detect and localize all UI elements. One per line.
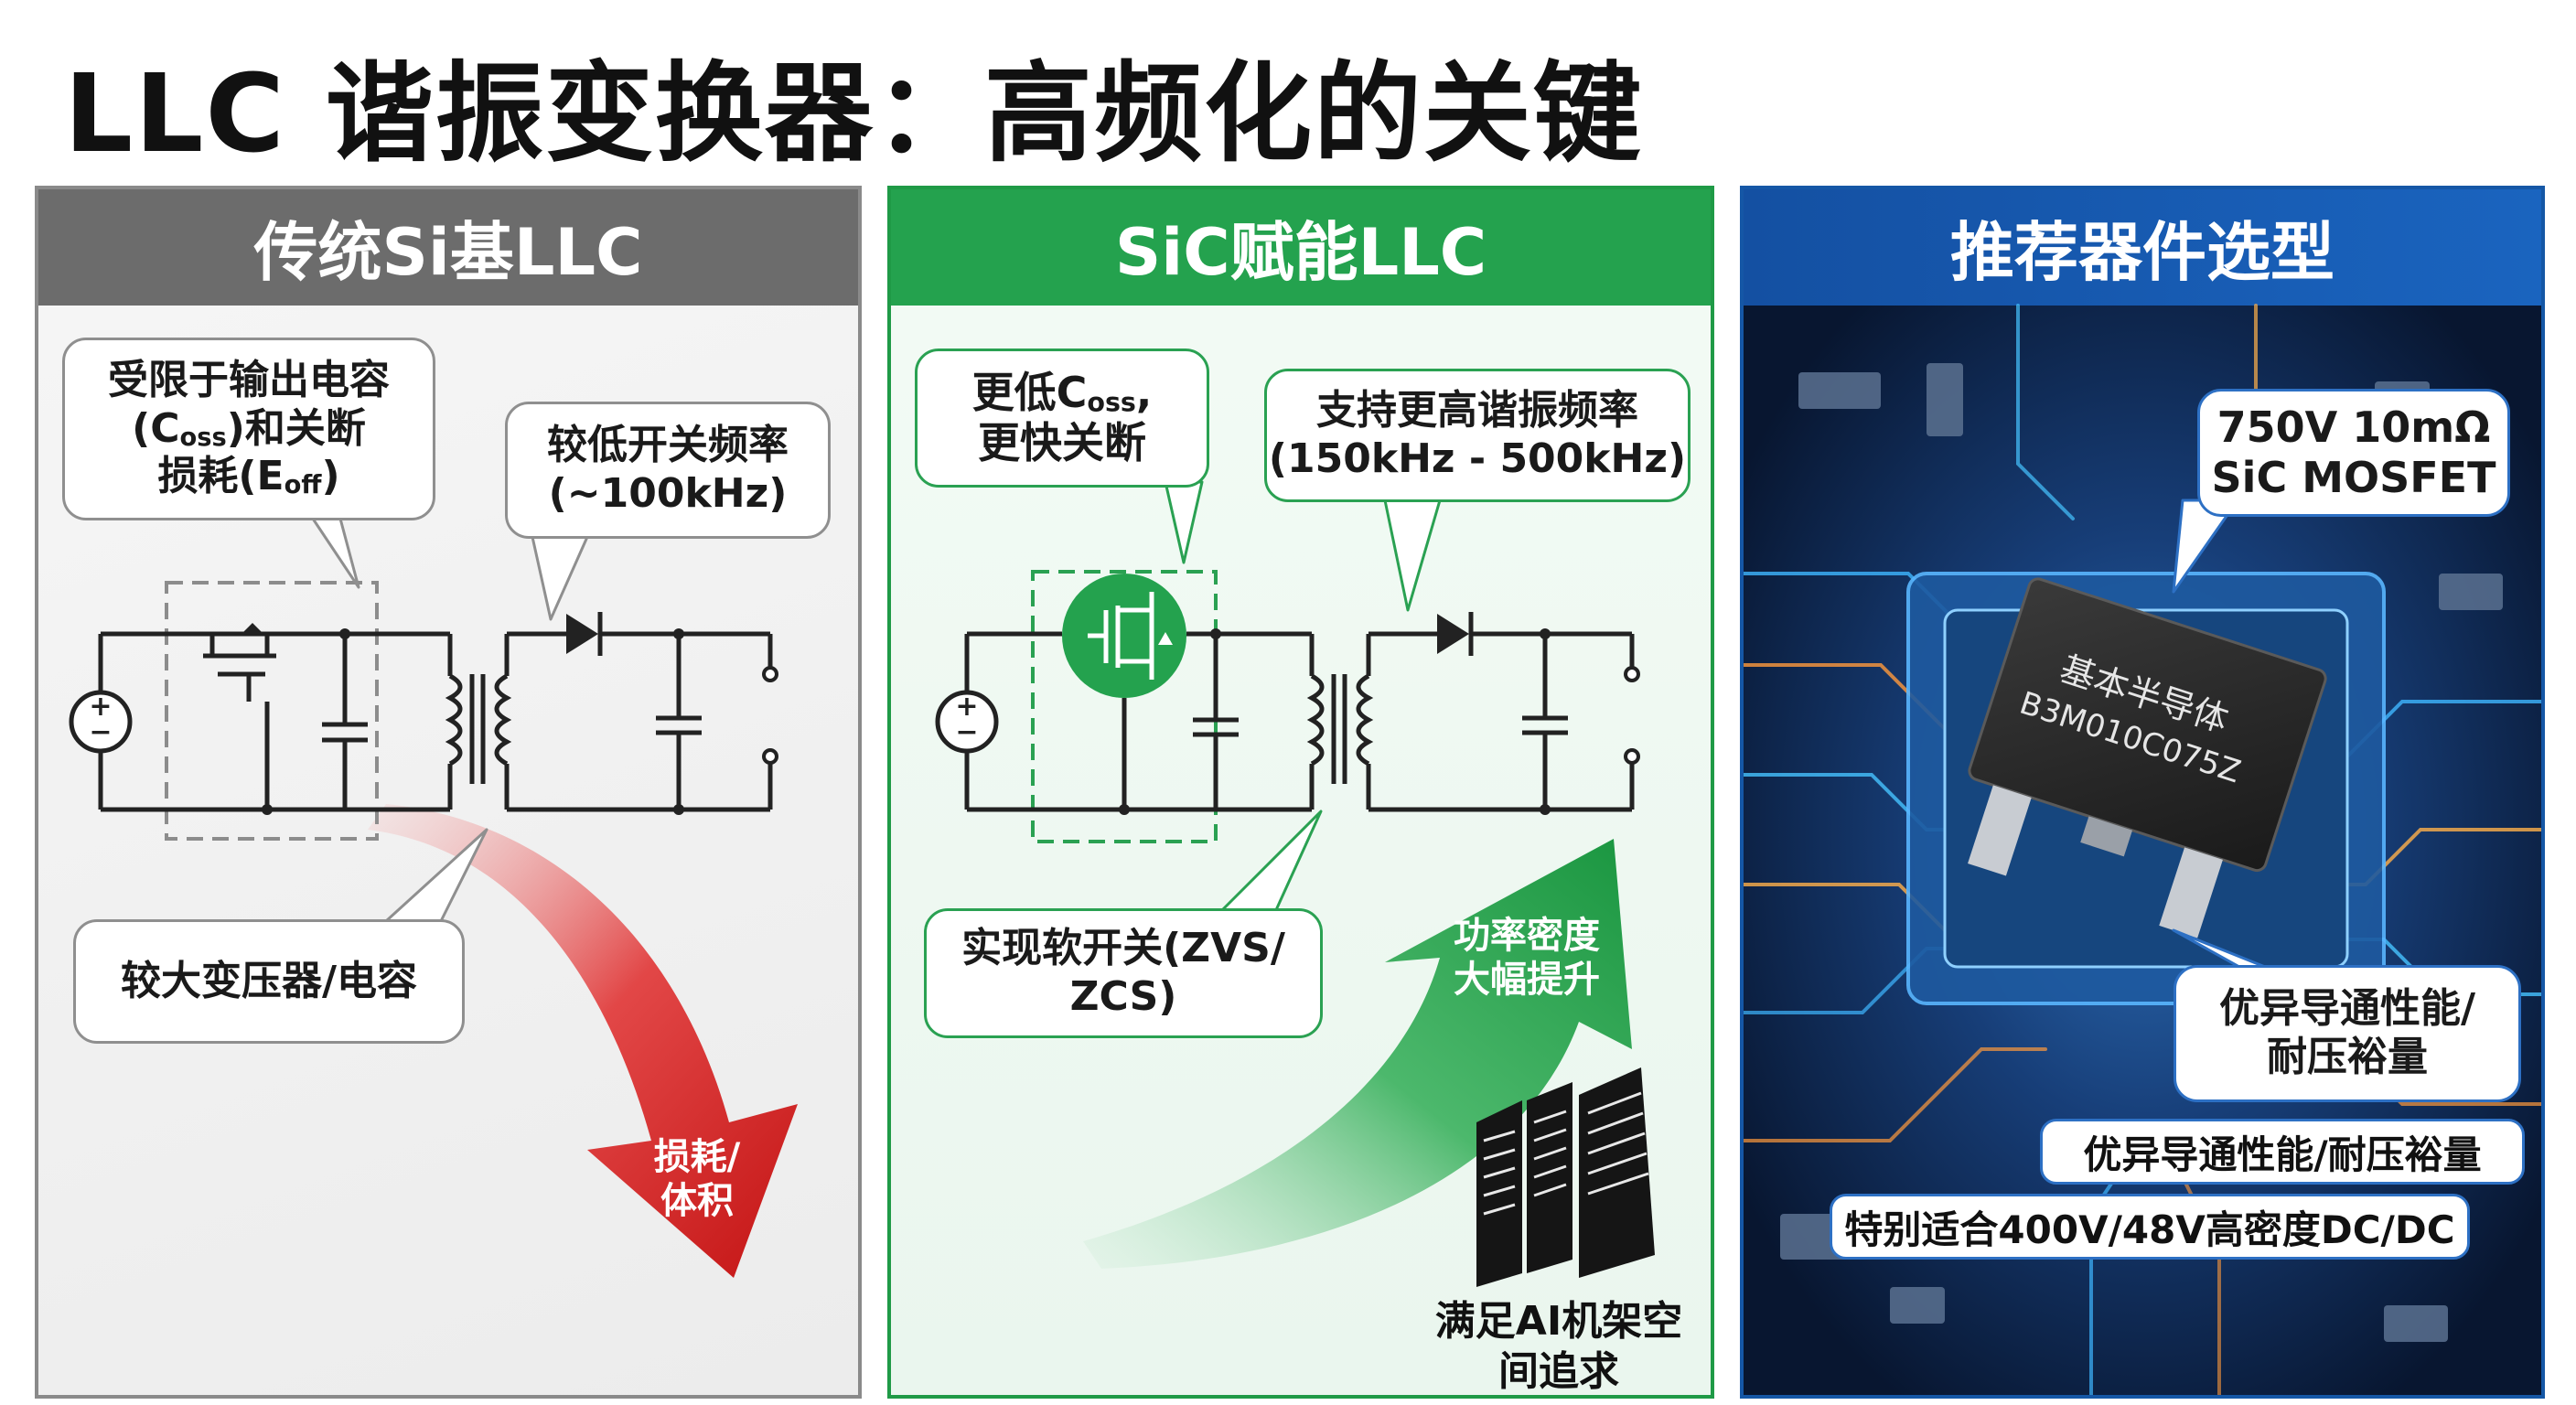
server-rack-icon [1476,1067,1655,1287]
spec-line2: SiC MOSFET [2211,453,2496,502]
callout-coss-line1: 更低Coss, [971,367,1153,417]
callout-sic-freq-line2: (150kHz - 500kHz) [1268,435,1687,482]
svg-text:−: − [89,716,112,748]
banner-application: 特别适合400V/48V高密度DC/DC [1830,1194,2470,1260]
panel-header-recommend: 推荐器件选型 [1744,189,2541,306]
circuit-sic: + − [935,480,1655,1287]
banner-performance: 优异导通性能/耐压裕量 [2040,1119,2525,1185]
callout-higher-resonant-frequency: 支持更高谐振频率 (150kHz - 500kHz) [1264,369,1690,502]
ai-rack-label: 满足AI机架空 间追求 [1434,1298,1683,1395]
loss-arrow-label: 损耗/ 体积 [653,1136,741,1222]
callout-size-text: 较大变压器/电容 [120,957,418,1004]
callout-output-capacitance-loss: 受限于输出电容 (Coss)和关断 损耗(Eoff) [62,338,435,520]
callout-lower-coss: 更低Coss, 更快关断 [915,349,1209,488]
callout-sic-freq-line1: 支持更高谐振频率 [1316,387,1638,434]
spec-line1: 750V 10mΩ [2216,402,2491,452]
power-density-arrow [1083,839,1632,1269]
callout-device-spec: 750V 10mΩ SiC MOSFET [2197,389,2510,517]
callout-coss-line2: 更快关断 [978,418,1146,468]
callout-soft-switching: 实现软开关(ZVS/ ZCS) [924,908,1323,1038]
page-title: LLC 谐振变换器：高频化的关键 [64,50,1644,177]
callout-loss-line2: (Coss)和关断 [132,404,366,452]
svg-text:−: − [955,716,978,748]
circuit-traditional: + − [69,517,798,1278]
callout-freq-line2: (~100kHz) [548,470,788,517]
callout-soft-line2: ZCS) [1069,973,1177,1020]
panel-header-sic: SiC赋能LLC [891,189,1711,306]
callout-loss-line3: 损耗(Eoff) [157,453,340,500]
callout-performance: 优异导通性能/ 耐压裕量 [2174,965,2521,1102]
callout-large-transformer: 较大变压器/电容 [73,919,465,1044]
mosfet-package [1968,577,2327,938]
density-arrow-label: 功率密度 大幅提升 [1454,915,1600,1001]
callout-soft-line1: 实现软开关(ZVS/ [961,925,1285,972]
panel-recommended-device: 推荐器件选型 [1740,186,2545,1399]
svg-text:+: + [955,691,978,723]
panel-header-traditional: 传统Si基LLC [38,189,858,306]
callout-loss-line1: 受限于输出电容 [108,356,390,403]
perf-line1: 优异导通性能/ [2218,985,2476,1033]
callout-freq-line1: 较低开关频率 [547,422,789,469]
mosfet-dashed-box [165,581,379,841]
perf-line2: 耐压裕量 [2267,1034,2428,1080]
sic-mosfet-symbol [1062,574,1186,698]
panel-sic-llc: SiC赋能LLC [887,186,1714,1399]
loss-volume-arrow [368,804,798,1278]
panel-traditional-si: 传统Si基LLC [35,186,862,1399]
svg-text:+: + [89,691,112,723]
callout-low-switching-frequency: 较低开关频率 (~100kHz) [505,402,831,539]
